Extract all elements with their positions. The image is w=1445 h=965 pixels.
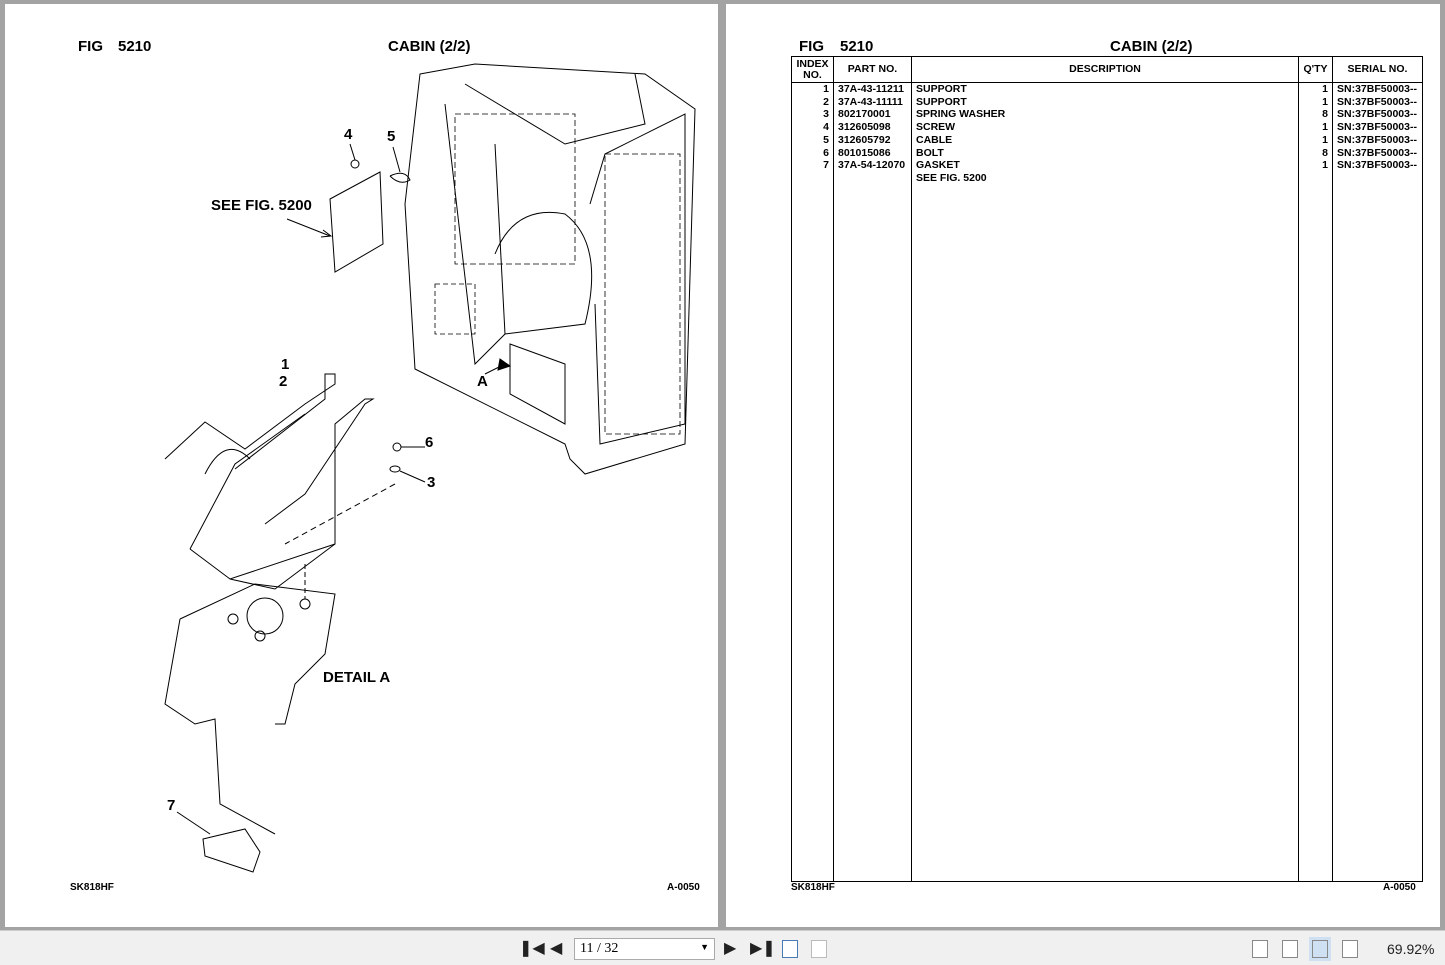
single-page-view-icon[interactable] (1252, 940, 1268, 958)
see-fig-note: SEE FIG. 5200 (211, 197, 312, 214)
page-value: 11 / 32 (580, 941, 619, 956)
page-title: CABIN (2/2) (388, 38, 471, 55)
cell-desc: GASKET (911, 159, 1299, 172)
col-qty: Q'TY (1298, 56, 1333, 83)
callout-3: 3 (427, 474, 436, 491)
zoom-level[interactable]: 69.92% (1387, 941, 1435, 957)
cell-desc: SCREW (911, 121, 1299, 134)
cell-index (791, 171, 834, 185)
cell-index: 7 (791, 159, 834, 172)
cell-qty: 1 (1298, 82, 1333, 96)
callout-4: 4 (344, 126, 353, 143)
parts-table: INDEX NO. PART NO. DESCRIPTION Q'TY SERI… (791, 56, 1423, 882)
empty-cell (791, 184, 834, 882)
next-view-icon[interactable] (811, 940, 827, 958)
callout-6: 6 (425, 434, 434, 451)
cell-serial: SN:37BF50003-- (1332, 82, 1423, 96)
footer-model: SK818HF (70, 882, 114, 893)
cell-qty: 1 (1298, 159, 1333, 172)
callout-2: 2 (279, 373, 288, 390)
cell-desc: BOLT (911, 146, 1299, 160)
cell-desc: SEE FIG. 5200 (911, 171, 1299, 185)
fig-label: FIG (799, 38, 824, 55)
col-index: INDEX NO. (791, 56, 834, 83)
cell-desc: SUPPORT (911, 82, 1299, 96)
detail-label: DETAIL A (323, 669, 391, 686)
chevron-down-icon: ▼ (700, 942, 709, 952)
footer-code: A-0050 (1383, 882, 1416, 893)
cell-index: 3 (791, 108, 834, 122)
cell-part: 802170001 (833, 108, 912, 122)
fig-number: 5210 (118, 38, 152, 55)
empty-cell (1332, 184, 1423, 882)
footer-code: A-0050 (667, 882, 700, 893)
continuous-view-icon[interactable] (1282, 940, 1298, 958)
page-title: CABIN (2/2) (1110, 38, 1193, 55)
cell-qty: 1 (1298, 133, 1333, 147)
callout-7: 7 (167, 797, 176, 814)
cell-serial: SN:37BF50003-- (1332, 133, 1423, 147)
cell-index: 6 (791, 146, 834, 160)
cell-desc: SPRING WASHER (911, 108, 1299, 122)
cell-serial: SN:37BF50003-- (1332, 95, 1423, 109)
cell-part: 37A-54-12070 (833, 159, 912, 172)
facing-view-icon[interactable] (1309, 937, 1331, 961)
cell-desc: SUPPORT (911, 95, 1299, 109)
fig-number: 5210 (840, 38, 874, 55)
cell-part: 37A-43-11211 (833, 82, 912, 96)
table-row: SEE FIG. 5200 (791, 171, 1423, 185)
table-filler (791, 184, 1423, 882)
page-selector[interactable]: 11 / 32 ▼ (574, 938, 715, 960)
col-serial: SERIAL NO. (1332, 56, 1423, 83)
cell-part: 801015086 (833, 146, 912, 160)
callout-a: A (477, 373, 488, 390)
cell-qty (1298, 171, 1333, 185)
cell-index: 4 (791, 121, 834, 134)
callout-5: 5 (387, 128, 396, 145)
cell-serial (1332, 171, 1423, 185)
cell-desc: CABLE (911, 133, 1299, 147)
col-part: PART NO. (833, 56, 912, 83)
continuous-facing-view-icon[interactable] (1342, 940, 1358, 958)
cell-part: 312605792 (833, 133, 912, 147)
cell-part: 312605098 (833, 121, 912, 134)
parts-illustration (164, 63, 696, 873)
cell-qty: 8 (1298, 108, 1333, 122)
callout-1: 1 (281, 356, 290, 373)
footer-model: SK818HF (791, 882, 835, 893)
cell-index: 2 (791, 95, 834, 109)
cell-qty: 8 (1298, 146, 1333, 160)
cell-serial: SN:37BF50003-- (1332, 159, 1423, 172)
col-desc: DESCRIPTION (911, 56, 1299, 83)
cell-index: 1 (791, 82, 834, 96)
right-page-parts-list: FIG 5210 CABIN (2/2) INDEX NO. PART NO. … (726, 4, 1440, 927)
cell-serial: SN:37BF50003-- (1332, 146, 1423, 160)
first-page-icon[interactable]: ❚◀ (519, 940, 545, 957)
previous-view-icon[interactable] (782, 940, 798, 958)
cell-qty: 1 (1298, 121, 1333, 134)
empty-cell (833, 184, 912, 882)
cell-part: 37A-43-11111 (833, 95, 912, 109)
left-page-illustration: FIG 5210 CABIN (2/2) 1 2 3 4 5 6 7 A SEE… (5, 4, 718, 927)
next-page-icon[interactable]: ▶ (724, 940, 737, 957)
previous-page-icon[interactable]: ◀ (550, 940, 563, 957)
viewer-toolbar: ❚◀ ◀ 11 / 32 ▼ ▶ ▶❚ 69.92% (0, 930, 1445, 965)
cell-serial: SN:37BF50003-- (1332, 121, 1423, 134)
cell-qty: 1 (1298, 95, 1333, 109)
cell-part (833, 171, 912, 185)
fig-label: FIG (78, 38, 103, 55)
empty-cell (1298, 184, 1333, 882)
cell-index: 5 (791, 133, 834, 147)
cell-serial: SN:37BF50003-- (1332, 108, 1423, 122)
last-page-icon[interactable]: ▶❚ (750, 940, 776, 957)
empty-cell (911, 184, 1299, 882)
